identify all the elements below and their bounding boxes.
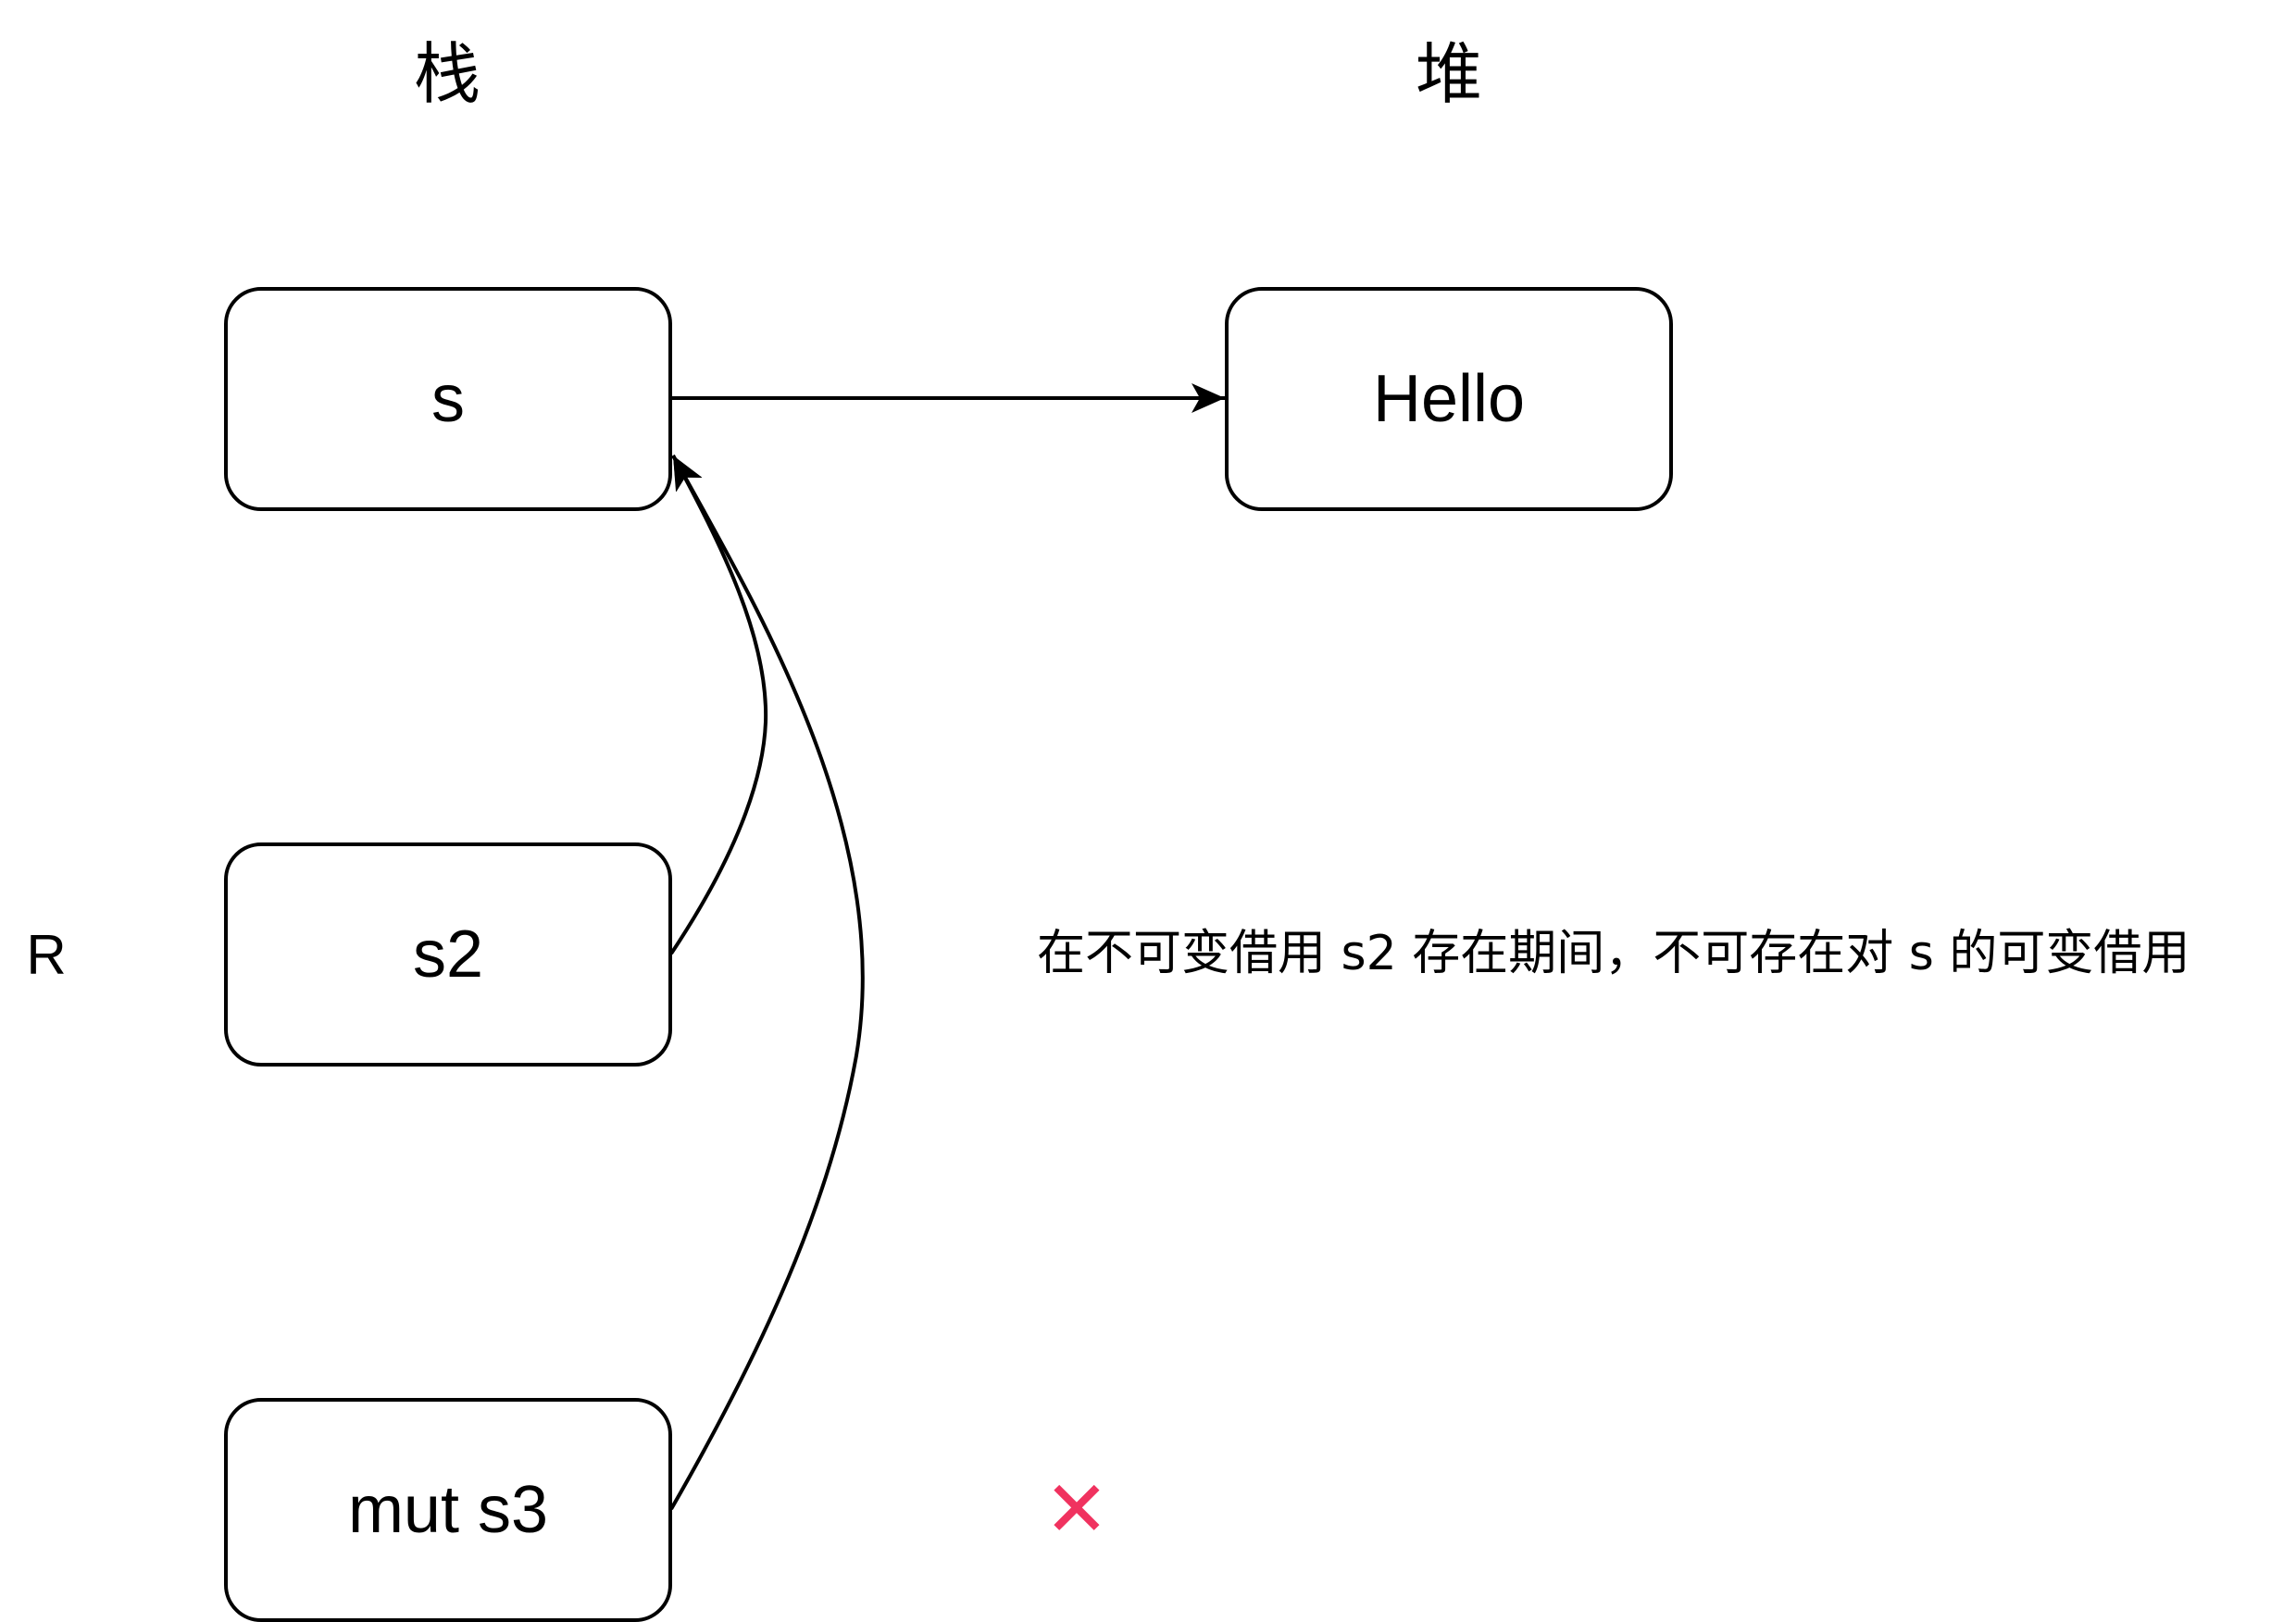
node-hello: Hello: [1225, 287, 1673, 511]
stack-column-header: 栈: [413, 35, 481, 113]
borrow-rule-note: 在不可变借用 s2 存在期间，不可存在对 s 的可变借用: [1037, 926, 2190, 981]
node-s-label: s: [431, 362, 465, 436]
borrow-arrow-mut-s3-to-s: [669, 455, 865, 1510]
invalid-cross-icon: ✕: [1043, 1464, 1110, 1554]
node-mut-s3: mut s3: [224, 1398, 672, 1622]
heap-column-header: 堆: [1415, 35, 1483, 113]
borrow-arrow-s2-to-s: [669, 455, 768, 955]
node-s2-label: s2: [412, 917, 484, 992]
side-label-r: R: [26, 924, 67, 986]
node-mut-s3-label: mut s3: [347, 1473, 549, 1547]
node-s: s: [224, 287, 672, 511]
node-s2: s2: [224, 842, 672, 1067]
node-hello-label: Hello: [1372, 362, 1526, 436]
